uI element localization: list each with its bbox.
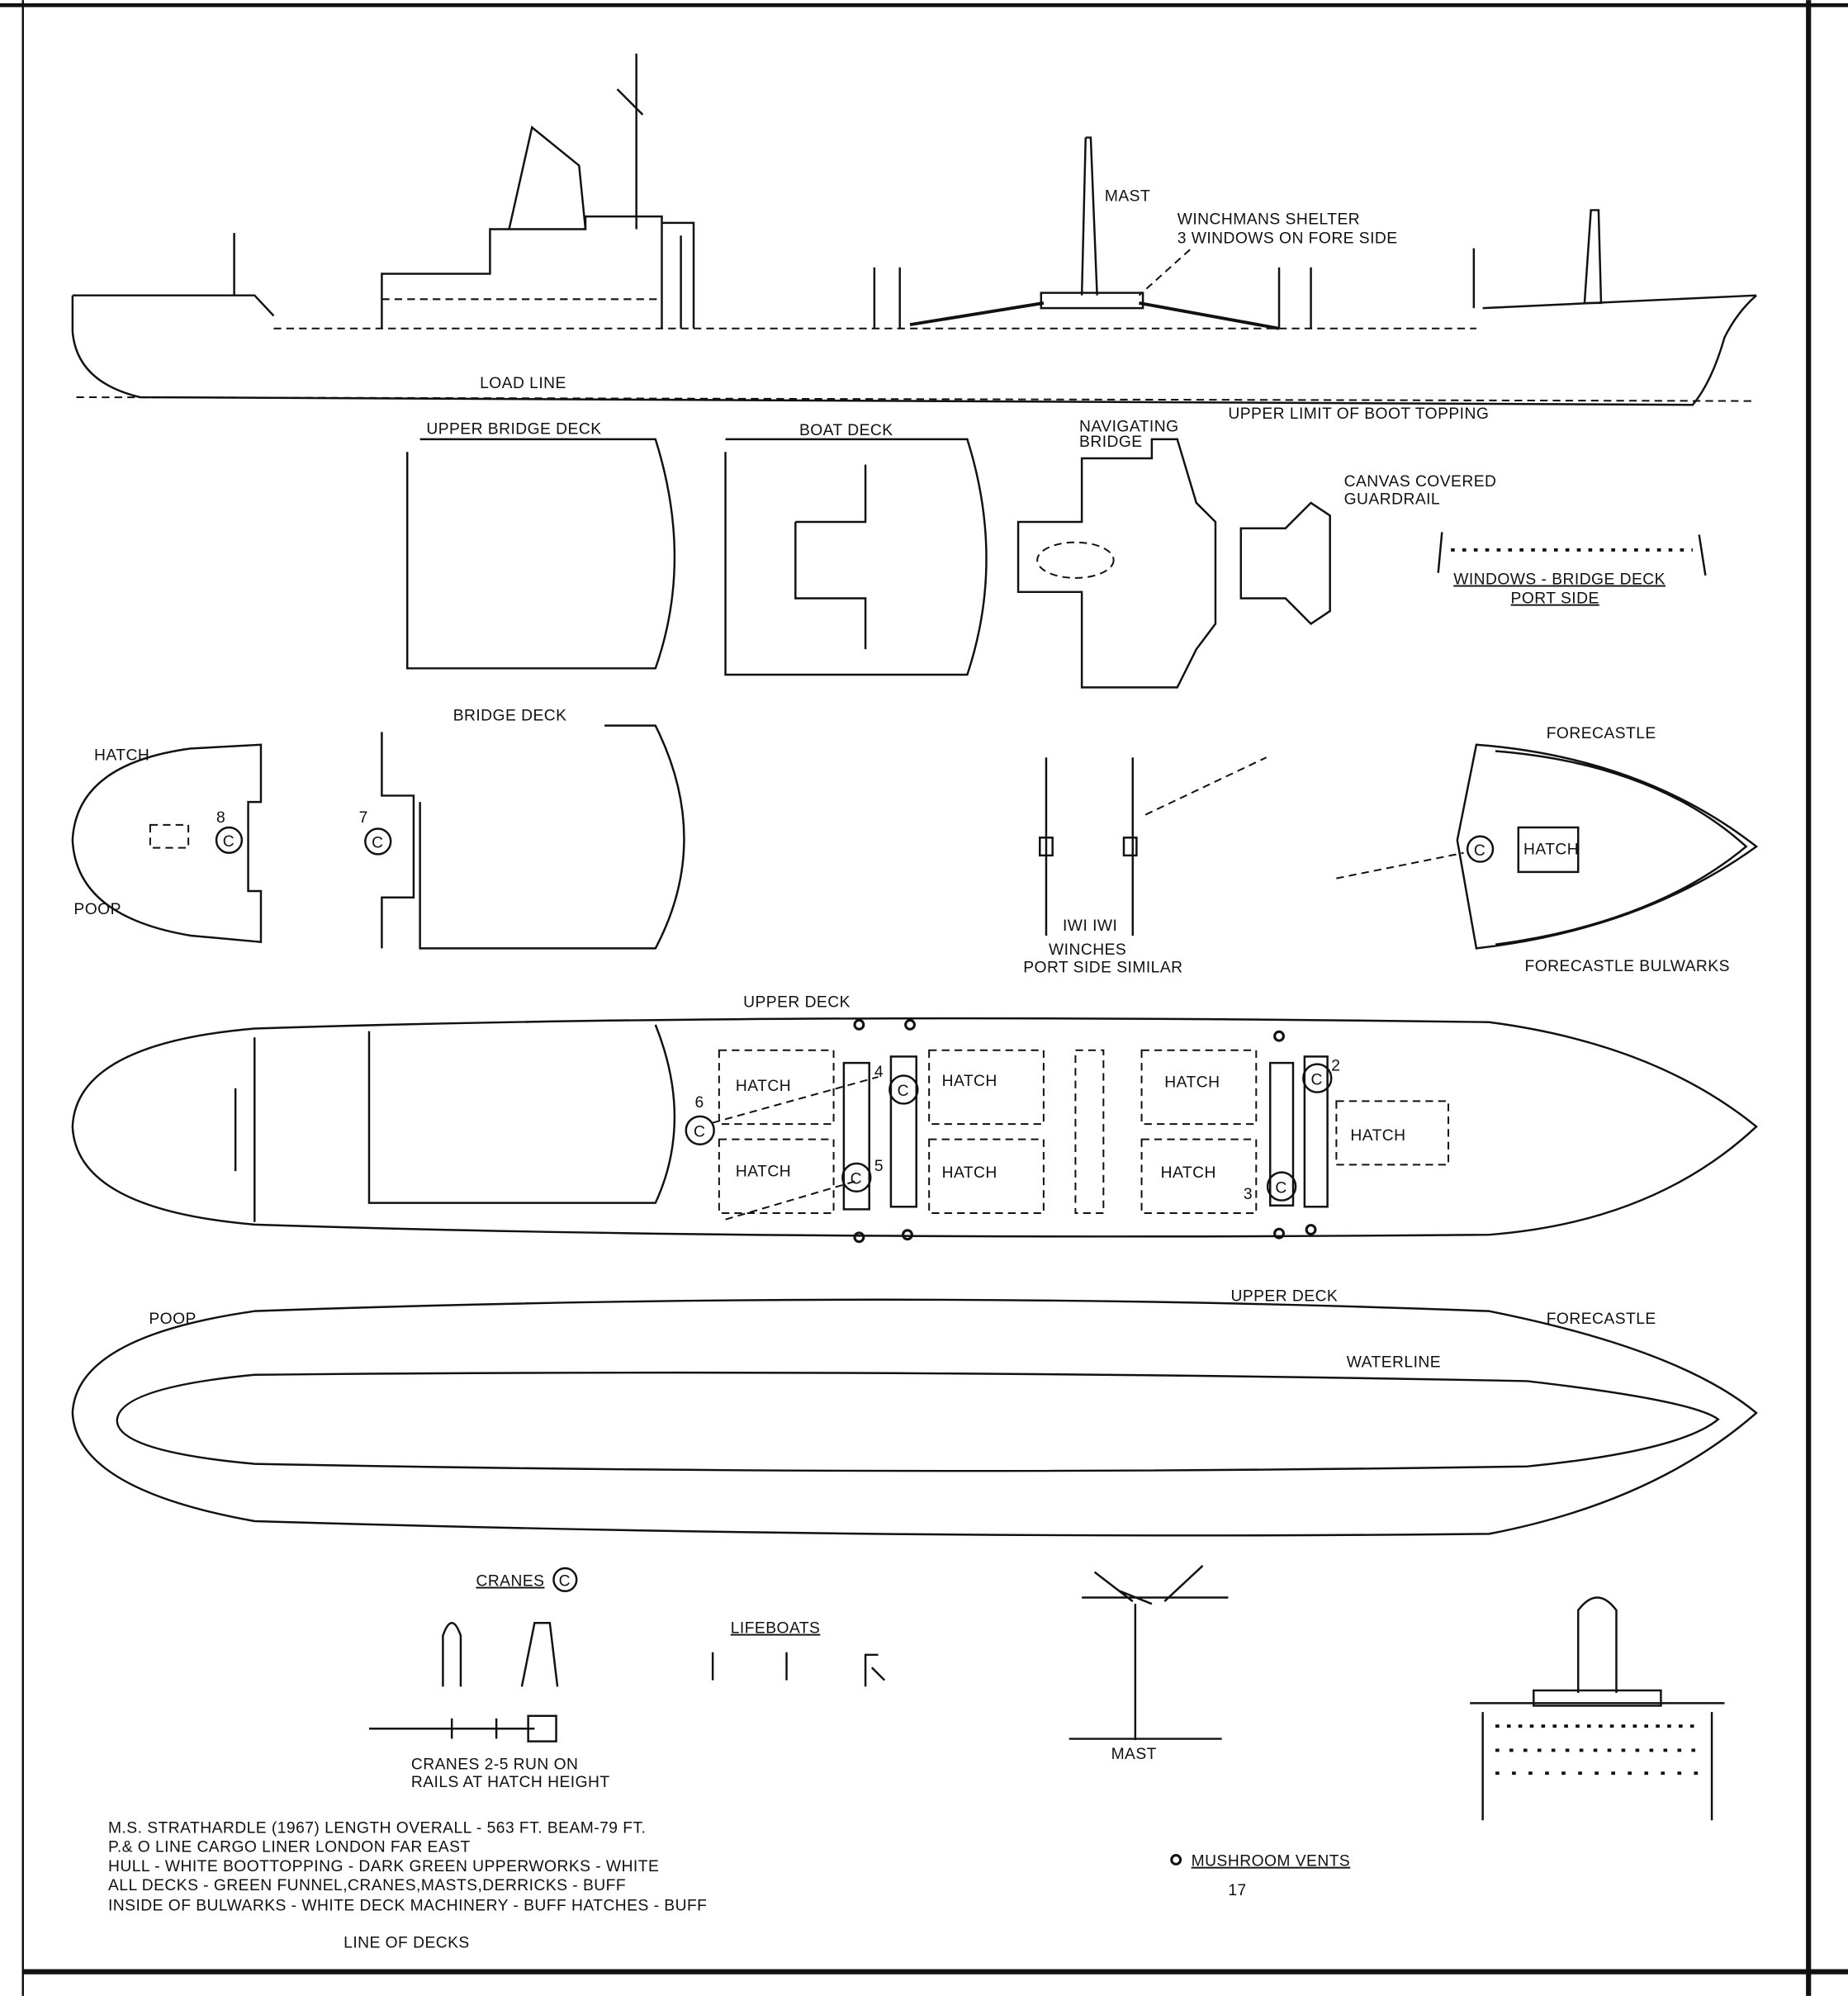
forecastle-bulwarks-label: FORECASTLE BULWARKS [1525, 958, 1730, 975]
hatch-label-3: HATCH [942, 1073, 997, 1090]
lifeboats-label: LIFEBOATS [731, 1620, 821, 1638]
bridge-deck-label: BRIDGE DECK [453, 707, 567, 724]
upper-deck-outline [71, 1298, 1758, 1537]
guardrail-label-2: GUARDRAIL [1344, 491, 1440, 508]
crane-legend-symbol: C [559, 1573, 571, 1591]
mushroom-vents-label: MUSHROOM VENTS [1192, 1853, 1351, 1870]
crane-3-number: 3 [1244, 1186, 1253, 1203]
guardrail-plan [1239, 501, 1331, 625]
note-line-2: P.& O LINE CARGO LINER LONDON FAR EAST [108, 1839, 471, 1856]
navigating-bridge-label-1: NAVIGATING [1079, 419, 1179, 436]
forecastle-label-2: FORECASTLE [1547, 1311, 1656, 1328]
crane-2-symbol: C [1311, 1071, 1323, 1088]
crane-7-symbol: C [372, 835, 383, 852]
windows-label-1: WINDOWS - BRIDGE DECK [1453, 571, 1666, 589]
bridge-deck-windows [1437, 532, 1707, 576]
notes-block: M.S. STRATHARDLE (1967) LENGTH OVERALL -… [108, 1820, 707, 1915]
crane-8-number: 8 [216, 809, 225, 827]
winch-shelter-label-2: 3 WINDOWS ON FORE SIDE [1178, 230, 1398, 247]
hatch-label-1: HATCH [736, 1078, 791, 1095]
mushroom-vents [853, 1018, 1317, 1244]
waterline-outline [116, 1371, 1720, 1472]
load-line-label: LOAD LINE [480, 375, 566, 392]
note-line-1: M.S. STRATHARDLE (1967) LENGTH OVERALL -… [108, 1820, 646, 1837]
winches-label-1: WINCHES [1049, 941, 1126, 959]
mushroom-vent-legend-icon [1170, 1854, 1182, 1866]
cranes-note-1: CRANES 2-5 RUN ON [411, 1757, 579, 1774]
crane-3-symbol: C [1275, 1179, 1286, 1197]
hatches-upper-deck [718, 1049, 1450, 1214]
boat-deck-plan [724, 438, 988, 676]
windows-label-2: PORT SIDE [1511, 590, 1599, 608]
crane-2-number: 2 [1331, 1057, 1340, 1074]
winch-marks: IWI IWI [1063, 917, 1117, 935]
waterline-label: WATERLINE [1347, 1354, 1441, 1371]
page-number: 17 [1228, 1882, 1246, 1899]
crane-6-number: 6 [695, 1094, 704, 1112]
bridge-front-elevation [1470, 1596, 1725, 1821]
upper-bridge-deck-label: UPPER BRIDGE DECK [426, 421, 601, 439]
navigating-bridge-plan [1016, 438, 1217, 689]
cranes-label: CRANES [476, 1573, 544, 1591]
hatch-label-2: HATCH [736, 1163, 791, 1180]
footer-label: LINE OF DECKS [344, 1934, 470, 1951]
upper-bridge-deck-plan [405, 438, 676, 670]
poop-deck-plan [71, 743, 263, 944]
side-profile [71, 53, 1757, 406]
hatch-label-4: HATCH [942, 1164, 997, 1182]
crane-1-symbol: C [1474, 842, 1486, 860]
hatch-label-5: HATCH [1164, 1074, 1220, 1091]
crane-5-number: 5 [874, 1158, 884, 1175]
boot-topping-label: UPPER LIMIT OF BOOT TOPPING [1228, 405, 1489, 423]
winches-plan [1039, 756, 1268, 936]
hatch-label-7: HATCH [1350, 1127, 1405, 1145]
crane-4-number: 4 [874, 1064, 884, 1081]
cranes-note-2: RAILS AT HATCH HEIGHT [411, 1774, 610, 1791]
crane-8-symbol: C [223, 833, 235, 851]
crane-6-symbol: C [694, 1124, 705, 1141]
mast-label: MAST [1105, 188, 1150, 206]
boat-deck-label: BOAT DECK [799, 422, 893, 439]
forecastle-plan [1456, 743, 1759, 950]
crane-5-symbol: C [851, 1171, 862, 1188]
lifeboat-views [711, 1652, 886, 1687]
upper-deck-label-2: UPPER DECK [1230, 1287, 1338, 1305]
upper-deck-plan [71, 1017, 1758, 1238]
winch-shelter-label-1: WINCHMANS SHELTER [1178, 211, 1360, 228]
hatch-label-6: HATCH [1161, 1164, 1216, 1182]
poop-label-2: POOP [149, 1311, 196, 1328]
winches-label-2: PORT SIDE SIMILAR [1023, 960, 1182, 977]
bridge-deck-plan [419, 724, 685, 950]
guardrail-label-1: CANVAS COVERED [1344, 473, 1497, 491]
mast-elevation-label: MAST [1111, 1746, 1157, 1763]
hatch-label-poop: HATCH [94, 747, 149, 764]
note-line-4: ALL DECKS - GREEN FUNNEL,CRANES,MASTS,DE… [108, 1877, 626, 1894]
upper-deck-label-1: UPPER DECK [743, 993, 851, 1011]
navigating-bridge-label-2: BRIDGE [1079, 434, 1143, 451]
forecastle-label-top: FORECASTLE [1547, 725, 1656, 742]
crane-elevations [368, 1622, 559, 1742]
note-line-5: INSIDE OF BULWARKS - WHITE DECK MACHINER… [108, 1898, 707, 1915]
hatch-label-forecastle: HATCH [1523, 841, 1579, 858]
note-line-3: HULL - WHITE BOOTTOPPING - DARK GREEN UP… [108, 1858, 659, 1875]
mast-elevation [1069, 1565, 1229, 1741]
crane-7-number: 7 [359, 809, 368, 827]
crane-4-symbol: C [898, 1083, 909, 1100]
